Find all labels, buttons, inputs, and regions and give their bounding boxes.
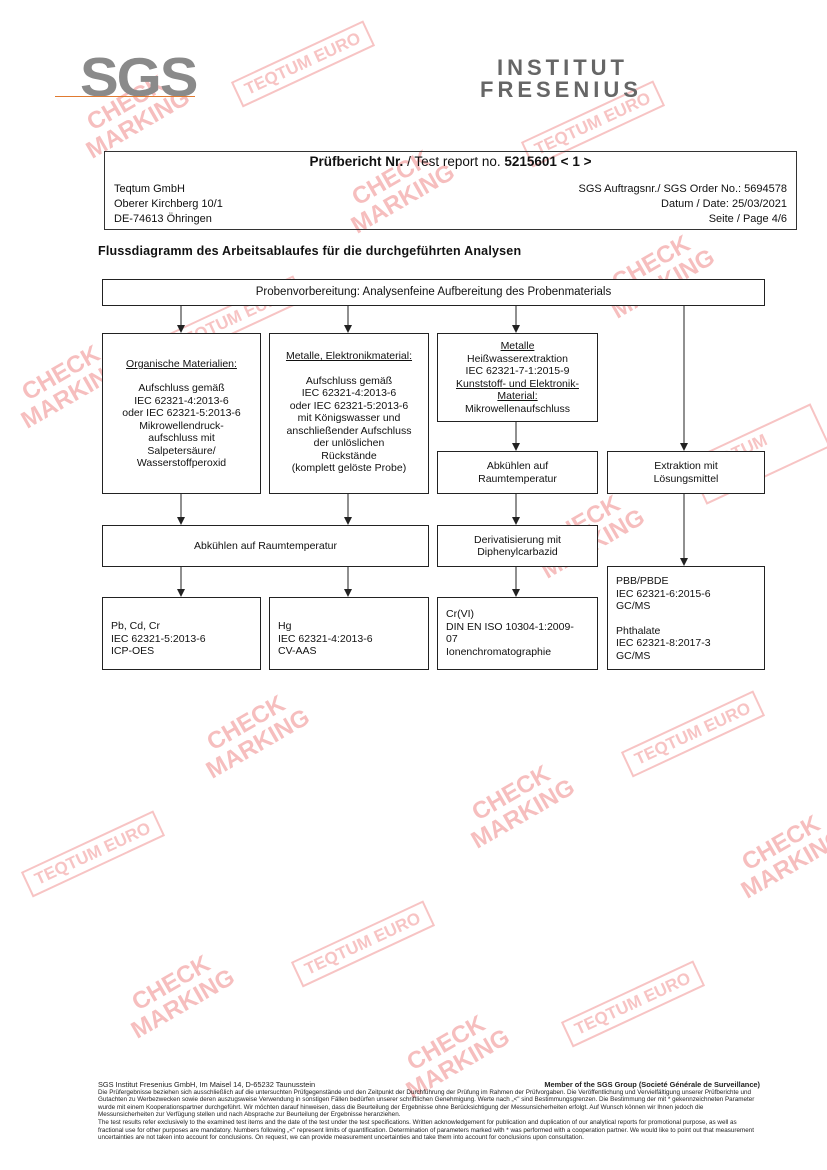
footer-disclaimer-de: Die Prüfergebnisse beziehen sich ausschl… — [98, 1088, 755, 1119]
cool-down-box-c: Abkühlen auf Raumtemperatur — [437, 451, 598, 494]
cool-down-box-ab: Abkühlen auf Raumtemperatur — [102, 525, 429, 567]
footer-disclaimer-en: The test results refer exclusively to th… — [98, 1118, 754, 1142]
report-title: Prüfbericht Nr. / Test report no. 521560… — [309, 154, 592, 169]
sample-prep-box: Probenvorbereitung: Analysenfeine Aufber… — [102, 279, 765, 306]
metals-electronics-box: Metalle, Elektronikmaterial: Aufschluss … — [269, 333, 429, 494]
footer: SGS Institut Fresenius GmbH, Im Maisel 1… — [98, 1081, 760, 1142]
section-heading: Flussdiagramm des Arbeitsablaufes für di… — [98, 244, 522, 258]
footer-member: Member of the SGS Group (Societé Général… — [544, 1080, 760, 1089]
footer-address: SGS Institut Fresenius GmbH, Im Maisel 1… — [98, 1080, 316, 1089]
organic-materials-box: Organische Materialien: Aufschluss gemäß… — [102, 333, 261, 494]
report-header: Prüfbericht Nr. / Test report no. 521560… — [104, 151, 797, 230]
sgs-logo: SGS — [80, 46, 198, 109]
derivatisation-box: Derivatisierung mit Diphenylcarbazid — [437, 525, 598, 567]
solvent-extraction-box: Extraktion mit Lösungsmittel — [607, 451, 765, 494]
fresenius-logo-line2: FRESENIUS — [480, 77, 642, 102]
fresenius-logo-line1: INSTITUT — [497, 55, 628, 80]
sgs-logo-line — [55, 96, 195, 97]
